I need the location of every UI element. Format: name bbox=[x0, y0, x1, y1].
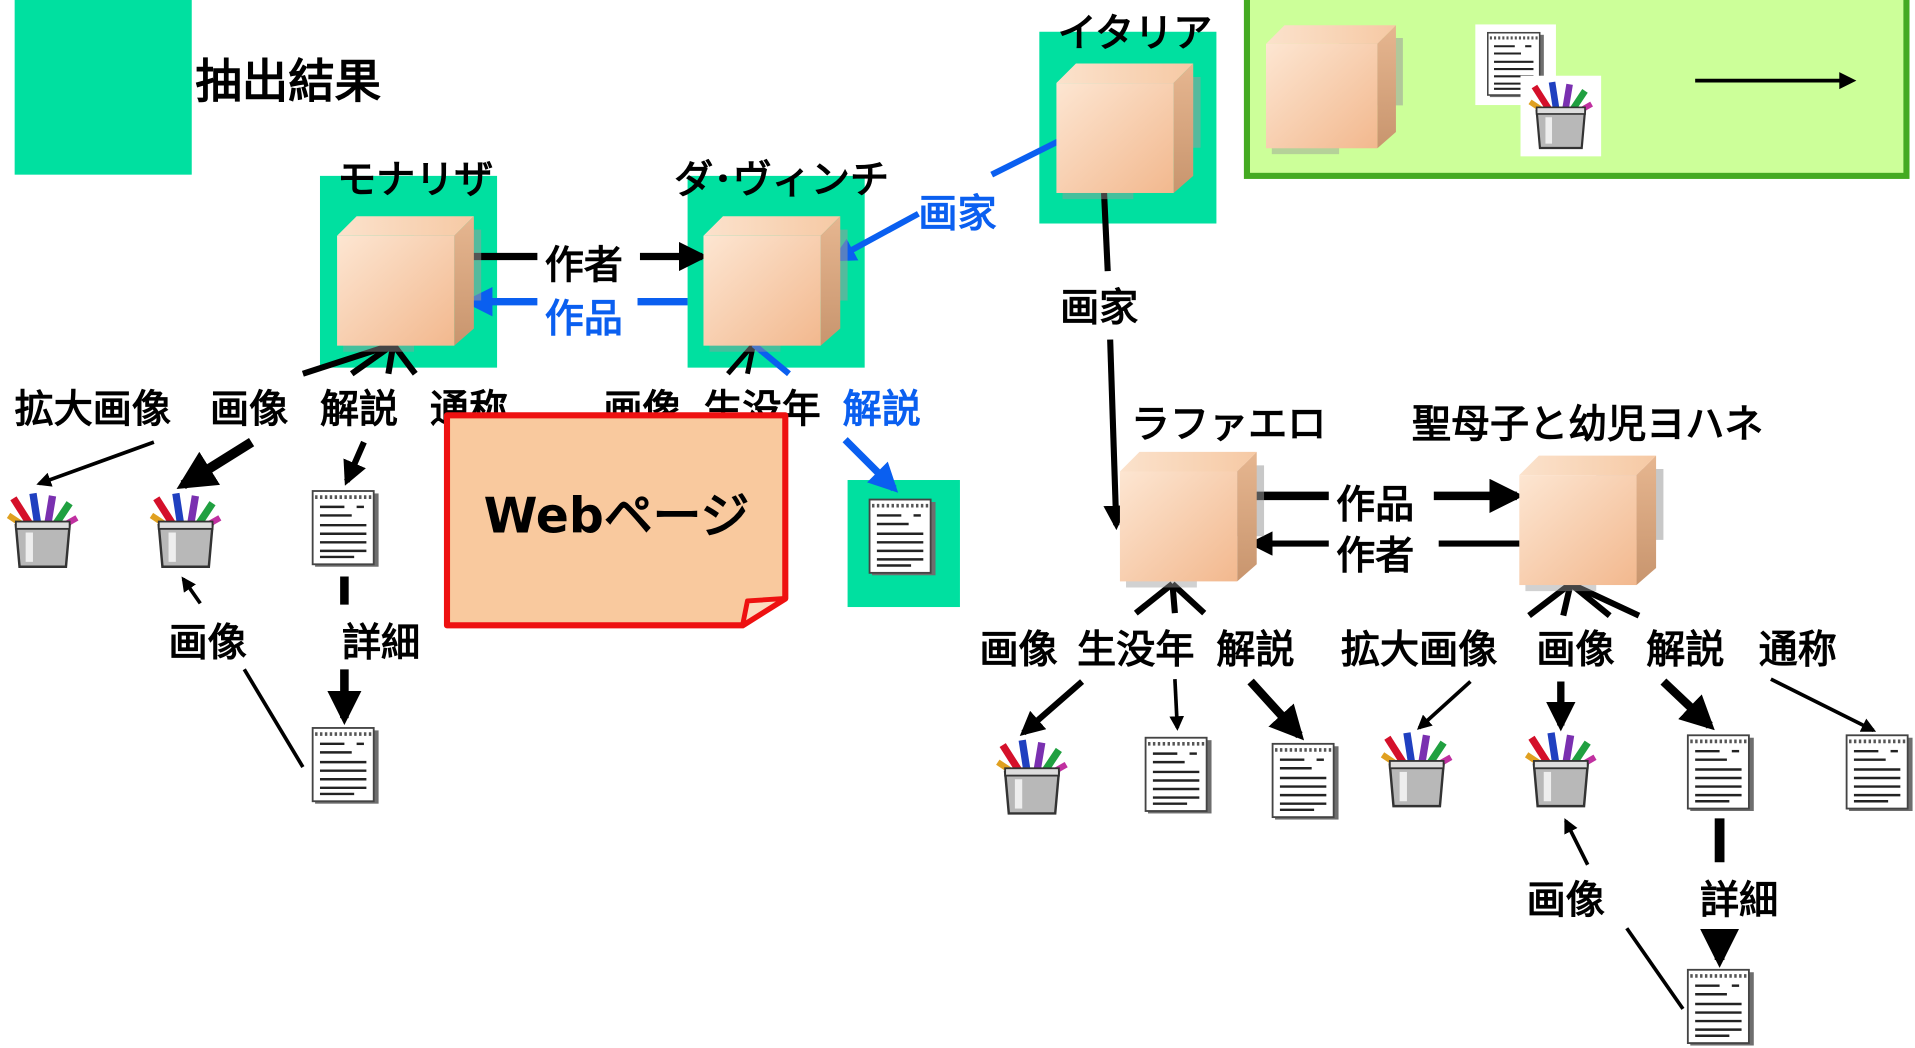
mona-desc-doc-icon bbox=[310, 489, 381, 569]
web-page-callout: Webページ bbox=[443, 412, 789, 629]
prop-madonna-desc: 解説 bbox=[1646, 628, 1724, 673]
legend-webpage-icon bbox=[1475, 24, 1602, 157]
node-mona-lisa-label: モナリザ bbox=[337, 158, 493, 203]
node-da-vinci-cube bbox=[703, 216, 848, 352]
madonna-enlarged-image-icon bbox=[1383, 733, 1451, 806]
node-madonna-cube bbox=[1519, 455, 1664, 592]
prop-davinci-desc: 解説 bbox=[843, 388, 921, 433]
node-italy-cube bbox=[1056, 63, 1201, 200]
edge-label-italy-painter: 画家 bbox=[1060, 286, 1138, 331]
raphael-birth-doc-icon bbox=[1143, 735, 1214, 816]
extraction-result-swatch bbox=[14, 0, 192, 175]
prop-madonna-alias: 通称 bbox=[1759, 628, 1837, 673]
prop-raphael-desc: 解説 bbox=[1216, 628, 1294, 673]
prop-raphael-birth: 生没年 bbox=[1077, 628, 1194, 673]
legend-panel bbox=[1243, 0, 1910, 179]
raphael-image-icon bbox=[998, 740, 1066, 813]
edge-label-raphael-work: 作品 bbox=[1336, 483, 1414, 528]
prop-mona-sub-detail: 詳細 bbox=[342, 621, 420, 666]
edge-label-madonna-author: 作者 bbox=[1336, 534, 1414, 579]
madonna-desc-doc-icon bbox=[1686, 733, 1756, 813]
davinci-desc-doc-icon bbox=[867, 497, 938, 578]
extraction-result-label: 抽出結果 bbox=[195, 55, 381, 109]
prop-madonna-enlarged: 拡大画像 bbox=[1341, 628, 1497, 673]
prop-mona-image: 画像 bbox=[210, 388, 288, 433]
node-raphael-label: ラファエロ bbox=[1131, 402, 1326, 447]
node-italy-label: イタリア bbox=[1058, 11, 1213, 56]
edge-label-davinci-work: 作品 bbox=[545, 297, 623, 342]
edge-label-mona-author: 作者 bbox=[545, 243, 623, 288]
web-page-label: Webページ bbox=[484, 488, 750, 545]
madonna-image-icon bbox=[1527, 733, 1595, 806]
edge-label-davinci-painter: 画家 bbox=[918, 192, 996, 237]
prop-madonna-sub-detail: 詳細 bbox=[1700, 879, 1778, 924]
prop-madonna-image: 画像 bbox=[1536, 628, 1614, 673]
node-madonna-label: 聖母子と幼児ヨハネ bbox=[1412, 402, 1764, 447]
prop-mona-sub-image: 画像 bbox=[169, 621, 247, 666]
prop-madonna-sub-image: 画像 bbox=[1527, 879, 1605, 924]
node-raphael-cube bbox=[1119, 451, 1265, 588]
legend-resource-icon bbox=[1265, 25, 1403, 155]
prop-mona-desc: 解説 bbox=[320, 388, 398, 433]
madonna-detail-doc-icon bbox=[1686, 967, 1756, 1048]
node-mona-lisa-cube bbox=[337, 216, 482, 352]
prop-mona-enlarged: 拡大画像 bbox=[15, 388, 171, 433]
madonna-alias-doc-icon bbox=[1844, 733, 1915, 813]
mona-enlarged-image-icon bbox=[9, 493, 77, 566]
prop-raphael-image: 画像 bbox=[979, 628, 1057, 673]
mona-image-icon bbox=[151, 493, 219, 566]
node-da-vinci-label: ダ･ヴィンチ bbox=[674, 158, 889, 203]
raphael-desc-doc-icon bbox=[1270, 742, 1341, 822]
mona-detail-doc-icon bbox=[310, 726, 381, 806]
